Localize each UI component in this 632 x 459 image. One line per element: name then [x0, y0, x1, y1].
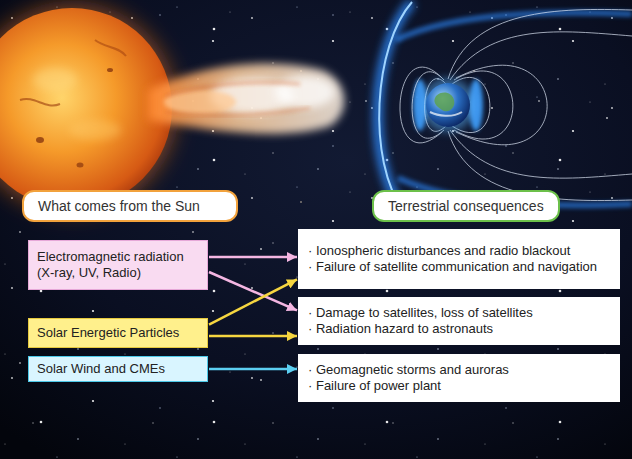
magnetosphere-illustration — [378, 2, 632, 212]
sun-filament — [95, 40, 126, 56]
cme-bright-core — [275, 76, 335, 108]
sun-bright-region — [69, 120, 121, 140]
sun-disk — [0, 8, 172, 208]
field-line — [450, 32, 632, 80]
header-label: What comes from the Sun — [38, 198, 200, 214]
arrow-connector — [209, 272, 297, 310]
earth-glow — [421, 78, 475, 132]
field-line — [448, 9, 632, 79]
box-text: Electromagnetic radiation (X-ray, UV, Ra… — [37, 249, 199, 281]
box-text: · Geomagnetic storms and auroras — [308, 362, 612, 378]
arrow-connector — [209, 368, 297, 371]
consequence-box: · Geomagnetic storms and auroras· Failur… — [298, 354, 620, 402]
consequence-box: · Ionospheric disturbances and radio bla… — [298, 229, 620, 289]
earth-clouds — [430, 112, 462, 116]
consequence-box: · Damage to satellites, loss of satellit… — [298, 297, 620, 345]
magnetopause — [396, 13, 632, 40]
sun-filament — [20, 99, 60, 105]
arrow-connector — [209, 256, 297, 259]
sunspot — [107, 68, 113, 72]
box-text: · Ionospheric disturbances and radio bla… — [308, 243, 612, 259]
field-lines — [400, 9, 632, 200]
arrow-connector — [209, 335, 297, 338]
source-box: Solar Energetic Particles — [28, 318, 208, 348]
section-header: What comes from the Sun — [22, 190, 238, 222]
box-text: · Failure of power plant — [308, 378, 612, 394]
sunspot — [36, 137, 44, 143]
box-text: · Damage to satellites, loss of satellit… — [308, 305, 612, 321]
box-text: Solar Wind and CMEs — [37, 361, 199, 377]
box-text: Solar Energetic Particles — [37, 325, 199, 341]
box-text: · Radiation hazard to astronauts — [308, 321, 612, 337]
cme-plume — [148, 64, 344, 134]
source-box: Electromagnetic radiation (X-ray, UV, Ra… — [28, 240, 208, 290]
earth-land — [434, 93, 454, 112]
source-box: Solar Wind and CMEs — [28, 356, 208, 382]
sunspot — [77, 163, 84, 168]
field-line — [450, 130, 632, 178]
cme-streak — [165, 108, 310, 115]
cme-streak — [165, 83, 300, 97]
arrow-connector — [209, 279, 297, 324]
section-header: Terrestrial consequences — [372, 190, 560, 222]
header-label: Terrestrial consequences — [388, 198, 544, 214]
earth — [426, 83, 470, 127]
box-text: · Failure of satellite communication and… — [308, 259, 612, 275]
cme-illustration — [148, 64, 344, 134]
sun-bright-region — [33, 68, 77, 92]
